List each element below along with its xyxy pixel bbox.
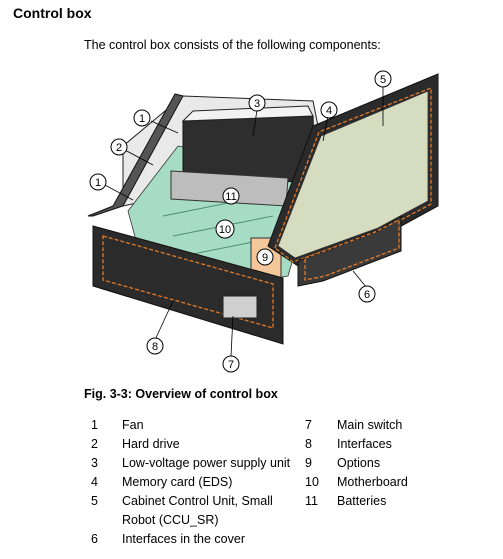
control-box-illustration: 1 2 1 3 4 5 11 10 9 6 8 7 (87, 70, 439, 373)
figure-caption: Fig. 3-3: Overview of control box (84, 387, 278, 401)
svg-text:11: 11 (225, 191, 236, 203)
callouts: 1 2 1 3 4 5 11 10 9 6 8 7 (89, 70, 392, 373)
callout-11: 11 (222, 187, 240, 205)
svg-text:6: 6 (364, 289, 370, 301)
svg-text:4: 4 (326, 105, 332, 117)
callout-4: 4 (320, 101, 338, 119)
page-title: Control box (13, 5, 92, 21)
svg-text:2: 2 (116, 142, 122, 154)
callout-3: 3 (248, 94, 266, 112)
svg-text:10: 10 (219, 224, 231, 236)
svg-text:8: 8 (152, 341, 158, 353)
callout-1b: 1 (89, 173, 107, 191)
svg-text:9: 9 (262, 252, 268, 264)
callout-6: 6 (358, 285, 376, 303)
callout-1a: 1 (133, 109, 151, 127)
callout-5: 5 (374, 70, 392, 88)
svg-text:7: 7 (228, 359, 234, 371)
cabinet-control-board (277, 90, 429, 259)
svg-text:1: 1 (139, 113, 145, 125)
callout-9: 9 (256, 248, 274, 266)
intro-text: The control box consists of the followin… (84, 38, 381, 52)
callout-8: 8 (146, 337, 164, 355)
svg-text:5: 5 (380, 74, 386, 86)
callout-10: 10 (215, 219, 235, 239)
svg-text:3: 3 (254, 98, 260, 110)
cover-interfaces (297, 215, 402, 287)
svg-text:1: 1 (95, 177, 101, 189)
callout-7: 7 (222, 355, 240, 373)
callout-2: 2 (110, 138, 128, 156)
